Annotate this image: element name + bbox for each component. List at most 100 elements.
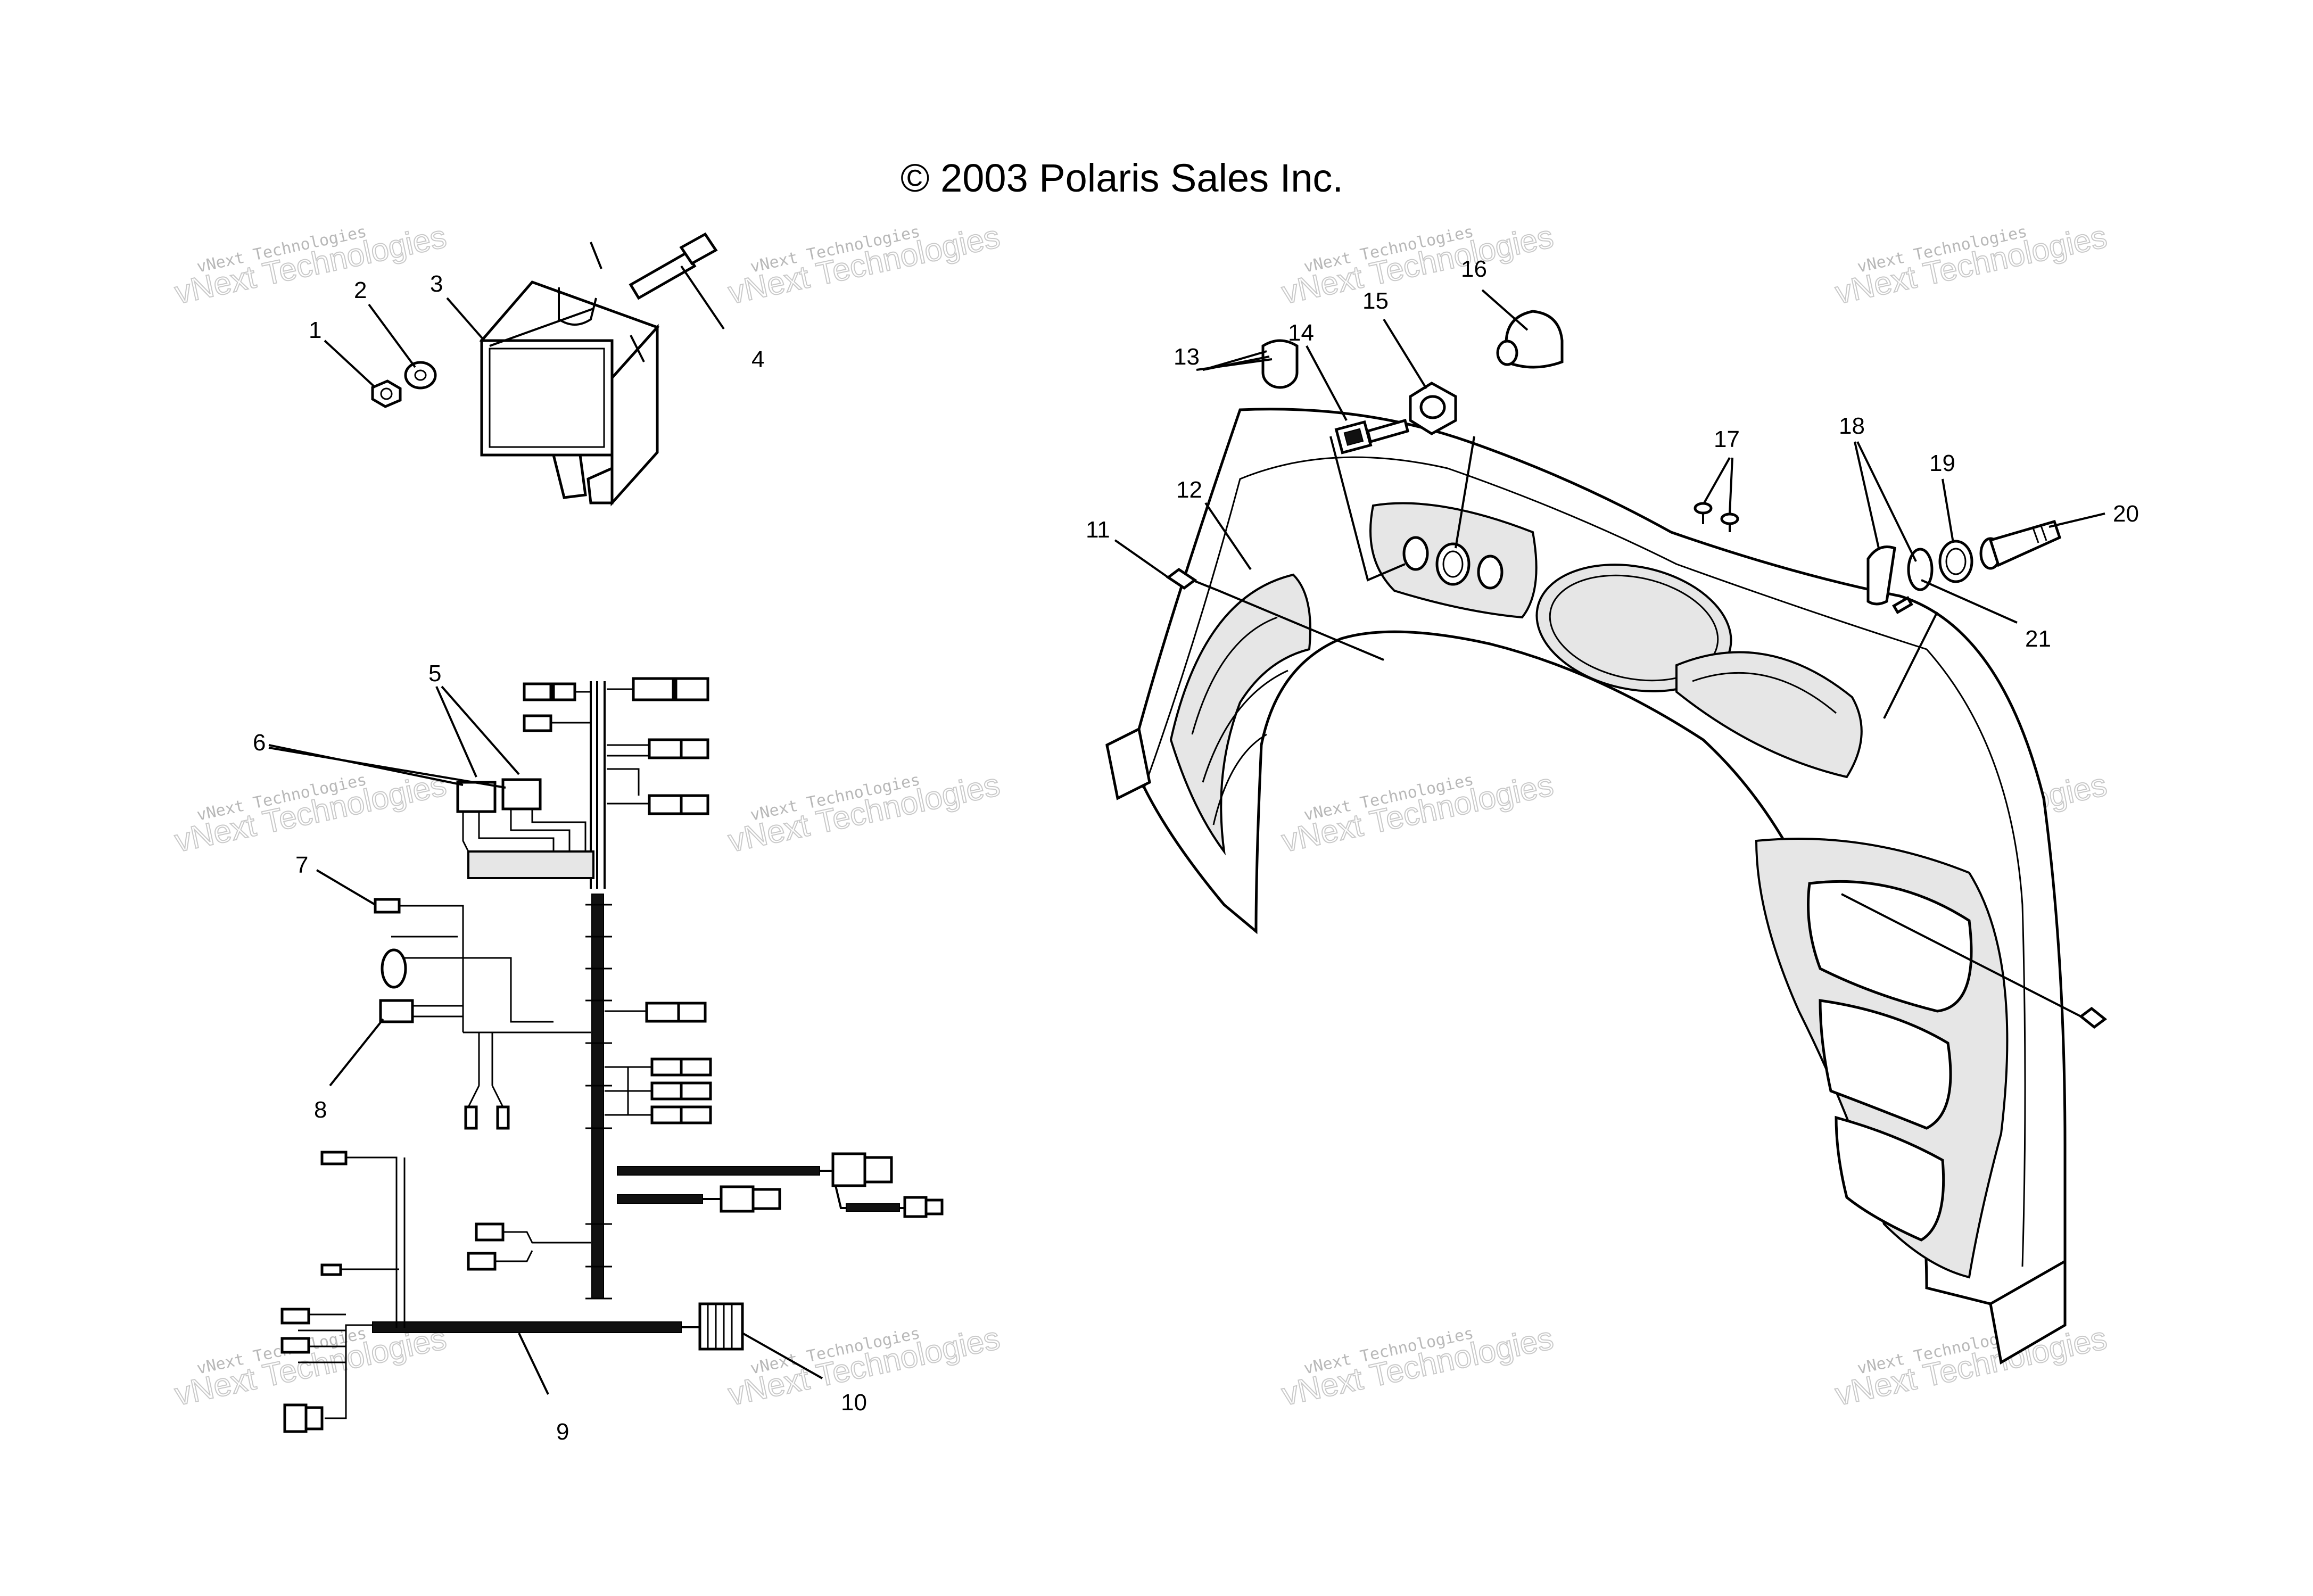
connector-round: [381, 948, 407, 989]
connector: [283, 1403, 308, 1433]
callout-9: 9: [556, 1419, 569, 1445]
leader-line-14: [1306, 345, 1348, 421]
callouts: 1 2 3 4 5 6 7 8 9 10 11 12 13 14 15 16 1…: [253, 256, 2139, 1445]
console-tab: [1989, 1259, 2067, 1365]
leader-line-3: [446, 297, 485, 342]
switch-hole: [1477, 555, 1504, 590]
left-vent: [1169, 573, 1311, 856]
connector: [720, 1185, 755, 1213]
dash-console-assembly: [1105, 289, 2108, 1365]
leader-line-5a: [435, 686, 477, 778]
callout-19: 19: [1929, 450, 1955, 476]
switch-hole: [1435, 542, 1471, 586]
leader-line-21: [1921, 579, 2018, 624]
callout-18: 18: [1839, 413, 1865, 439]
harness-upper-block: [467, 850, 594, 879]
connector: [680, 1105, 712, 1124]
connector-5: [501, 778, 542, 811]
connector: [680, 1081, 712, 1101]
center-gauge-opening: [1535, 564, 1732, 692]
harness-main-trunk: [591, 894, 604, 1299]
callout-17: 17: [1714, 426, 1740, 452]
harness-branch: [617, 1166, 820, 1176]
harness-bottom-trunk: [372, 1321, 682, 1333]
vent-slot: [1835, 1115, 1945, 1242]
callout-3: 3: [430, 271, 443, 297]
leader-line-18a: [1854, 441, 1880, 549]
connector: [496, 1105, 510, 1130]
leader-line-11b: [1218, 590, 1384, 661]
leader-line-13: [1196, 358, 1273, 371]
leader-line-8: [329, 1018, 384, 1087]
connector: [280, 1337, 310, 1354]
connector: [320, 1263, 342, 1276]
callout-11: 11: [1086, 517, 1110, 543]
leader-line-6b: [268, 747, 506, 789]
console-tab: [1105, 727, 1151, 800]
harness-branch: [846, 1203, 900, 1212]
connector: [523, 714, 552, 732]
connector: [280, 1308, 310, 1325]
leader-line-7: [316, 869, 376, 906]
switch-knob-part-16: [1496, 310, 1564, 369]
connector: [650, 1057, 683, 1077]
connector: [863, 1156, 893, 1184]
switch-shaft-part-20: [1979, 519, 2062, 570]
leader-line-20: [2048, 512, 2105, 528]
leader-line-15: [1383, 318, 1427, 390]
connector: [552, 682, 576, 701]
callout-15: 15: [1362, 288, 1389, 314]
key-part-14: [1334, 418, 1410, 454]
ignition-hole: [1402, 536, 1429, 571]
leader-line-9: [518, 1333, 549, 1395]
vent-slot: [1819, 999, 1952, 1130]
connector-7: [374, 898, 401, 914]
connector: [467, 1252, 497, 1271]
callout-12: 12: [1176, 477, 1202, 503]
leader-line-18c: [1883, 611, 1938, 719]
leader-line-4: [680, 265, 725, 330]
connector: [903, 1196, 928, 1218]
connector: [680, 794, 709, 815]
callout-7: 7: [295, 852, 308, 878]
connector: [680, 738, 709, 759]
watermark: vNext Technologies vNext Technologies: [1278, 766, 1557, 859]
callout-4: 4: [751, 346, 764, 373]
connector: [475, 1222, 505, 1242]
watermark: vNext Technologies vNext Technologies: [1278, 1319, 1557, 1412]
leader-line-15b: [1455, 436, 1475, 549]
washer-part: [404, 361, 437, 390]
connector: [645, 1002, 680, 1023]
plug-part-13: [1261, 339, 1299, 389]
harness-branch: [617, 1194, 703, 1204]
nut-part: [371, 379, 402, 408]
callout-13: 13: [1174, 344, 1200, 370]
connector: [680, 1057, 712, 1077]
leader-line-1: [324, 340, 376, 388]
control-module-assembly: [324, 232, 725, 507]
leader-line-3b: [489, 308, 594, 347]
callout-16: 16: [1461, 256, 1487, 282]
watermark: vNext Technologies vNext Technologies: [725, 766, 1004, 859]
connector: [831, 1152, 866, 1187]
connector: [464, 1105, 478, 1130]
wiring-harness: [268, 677, 944, 1433]
leader-line-17a: [1703, 457, 1731, 503]
nut-hole: [380, 387, 393, 400]
right-gauge-opening: [1675, 651, 1863, 779]
connector: [924, 1198, 944, 1215]
connector-8: [379, 999, 414, 1023]
module-box-part: [479, 280, 660, 507]
vent-slot: [1807, 880, 1973, 1013]
leader-line-2: [368, 303, 416, 368]
leader-line-14b: [1329, 436, 1406, 582]
watermark: vNext Technologies vNext Technologies: [725, 218, 1004, 311]
connector: [650, 1105, 683, 1124]
callout-21: 21: [2025, 626, 2051, 652]
callout-20: 20: [2113, 501, 2139, 527]
watermark: vNext Technologies vNext Technologies: [1832, 1319, 2111, 1412]
connector: [632, 677, 675, 701]
callout-14: 14: [1288, 320, 1314, 346]
leader-line-16: [1481, 289, 1529, 331]
leader-line-11: [1114, 539, 1169, 578]
